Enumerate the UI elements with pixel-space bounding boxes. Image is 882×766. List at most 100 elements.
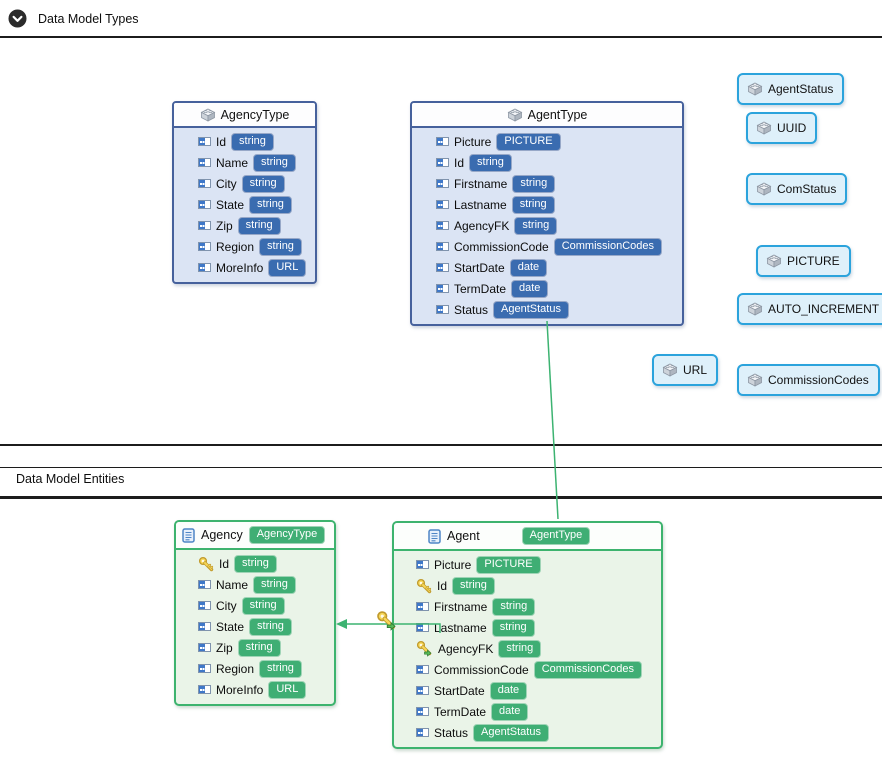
field-name: Region: [216, 239, 255, 254]
field-name: Firstname: [434, 599, 488, 614]
type-chip-url[interactable]: URL: [652, 354, 719, 386]
field-icon: [198, 221, 211, 230]
type-chip-comstatus[interactable]: ComStatus: [746, 173, 848, 205]
field-row[interactable]: Firstname string: [416, 596, 657, 617]
field-icon: [198, 263, 211, 272]
field-icon: [436, 305, 449, 314]
field-name: Status: [454, 302, 489, 317]
types-section-bottom-rule: [0, 444, 882, 446]
field-name: City: [216, 598, 237, 613]
collapse-types-button[interactable]: [8, 9, 27, 28]
type-box-header[interactable]: AgentType: [412, 103, 682, 128]
type-chip-label: UUID: [777, 121, 807, 135]
field-type-badge: date: [509, 258, 548, 277]
field-type-badge: date: [491, 702, 529, 721]
field-row[interactable]: Id string: [416, 575, 657, 596]
field-type-badge: URL: [268, 680, 307, 699]
type-chip-commissioncodes[interactable]: CommissionCodes: [737, 364, 880, 396]
field-name: CommissionCode: [434, 662, 529, 677]
entities-header-top-rule: [0, 467, 882, 468]
type-chip-auto_increment[interactable]: AUTO_INCREMENT: [737, 293, 882, 325]
field-type-badge: string: [491, 618, 535, 637]
field-name: City: [216, 176, 237, 191]
field-type-badge: string: [237, 216, 281, 235]
field-icon: [198, 643, 211, 652]
type-chip-picture[interactable]: PICTURE: [756, 245, 851, 277]
type-chip-label: PICTURE: [787, 254, 840, 268]
chevron-down-icon: [8, 9, 27, 28]
field-icon: [198, 158, 211, 167]
field-row[interactable]: AgencyFK string: [436, 215, 678, 236]
field-type-badge: string: [512, 174, 556, 193]
field-type-badge: string: [492, 597, 536, 616]
field-icon: [436, 200, 449, 209]
brick-icon: [662, 363, 678, 377]
field-row[interactable]: City string: [198, 173, 311, 194]
entity-box-header[interactable]: Agent AgentType: [394, 523, 661, 551]
entity-type-badge: AgentType: [521, 527, 591, 545]
field-type-badge: PICTURE: [496, 132, 561, 151]
entity-box-title: Agent: [447, 529, 480, 543]
field-type-badge: string: [253, 153, 296, 172]
type-to-entity-connector: [546, 320, 559, 520]
brick-icon: [507, 108, 523, 122]
brick-icon: [756, 121, 772, 135]
field-name: AgencyFK: [454, 218, 510, 233]
field-icon: [436, 242, 449, 251]
field-icon: [416, 560, 429, 569]
brick-icon: [756, 182, 772, 196]
document-icon: [182, 527, 195, 543]
field-name: Id: [437, 578, 448, 593]
type-chip-agentstatus[interactable]: AgentStatus: [737, 73, 845, 105]
field-type-badge: string: [514, 216, 558, 235]
type-box-header[interactable]: AgencyType: [174, 103, 315, 128]
brick-icon: [747, 82, 763, 96]
field-icon: [198, 622, 211, 631]
field-type-badge: string: [498, 639, 542, 658]
field-type-badge: string: [241, 174, 285, 193]
field-type-badge: string: [452, 576, 495, 595]
entity-box-header[interactable]: Agency AgencyType: [176, 522, 334, 550]
relationship-arrowhead-icon: [336, 619, 347, 629]
type-chip-label: URL: [683, 363, 708, 377]
type-chip-uuid[interactable]: UUID: [746, 112, 818, 144]
field-icon: [436, 221, 449, 230]
field-name: Picture: [434, 557, 472, 572]
field-icon: [198, 601, 211, 610]
